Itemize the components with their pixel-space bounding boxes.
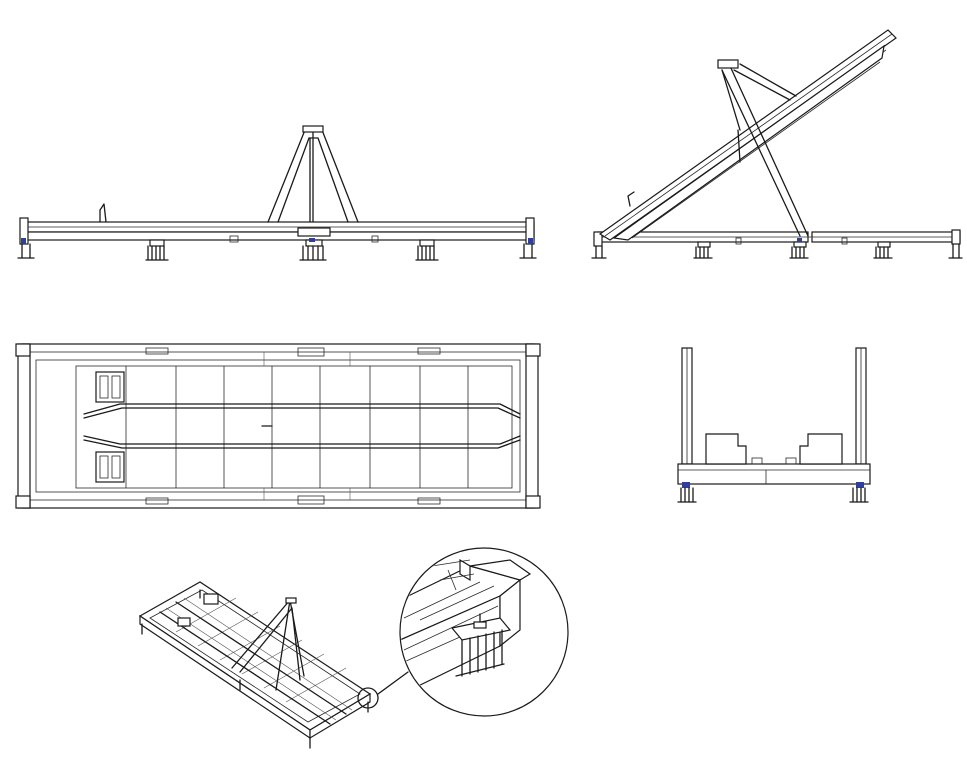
side-view-flat xyxy=(17,125,537,261)
jack-left xyxy=(145,239,169,261)
jack-tilted-1 xyxy=(693,241,713,259)
jack-right xyxy=(415,239,439,261)
side-view-tilted xyxy=(591,29,963,259)
detail-callout xyxy=(377,547,569,717)
end-foot-right xyxy=(849,487,869,503)
jack-tilted-2 xyxy=(789,238,809,259)
end-foot-left xyxy=(677,487,697,503)
isometric-view xyxy=(138,581,379,749)
end-view xyxy=(677,347,871,503)
jack-centre xyxy=(299,238,327,261)
jack-tilted-3 xyxy=(873,241,893,259)
top-view xyxy=(15,343,541,509)
